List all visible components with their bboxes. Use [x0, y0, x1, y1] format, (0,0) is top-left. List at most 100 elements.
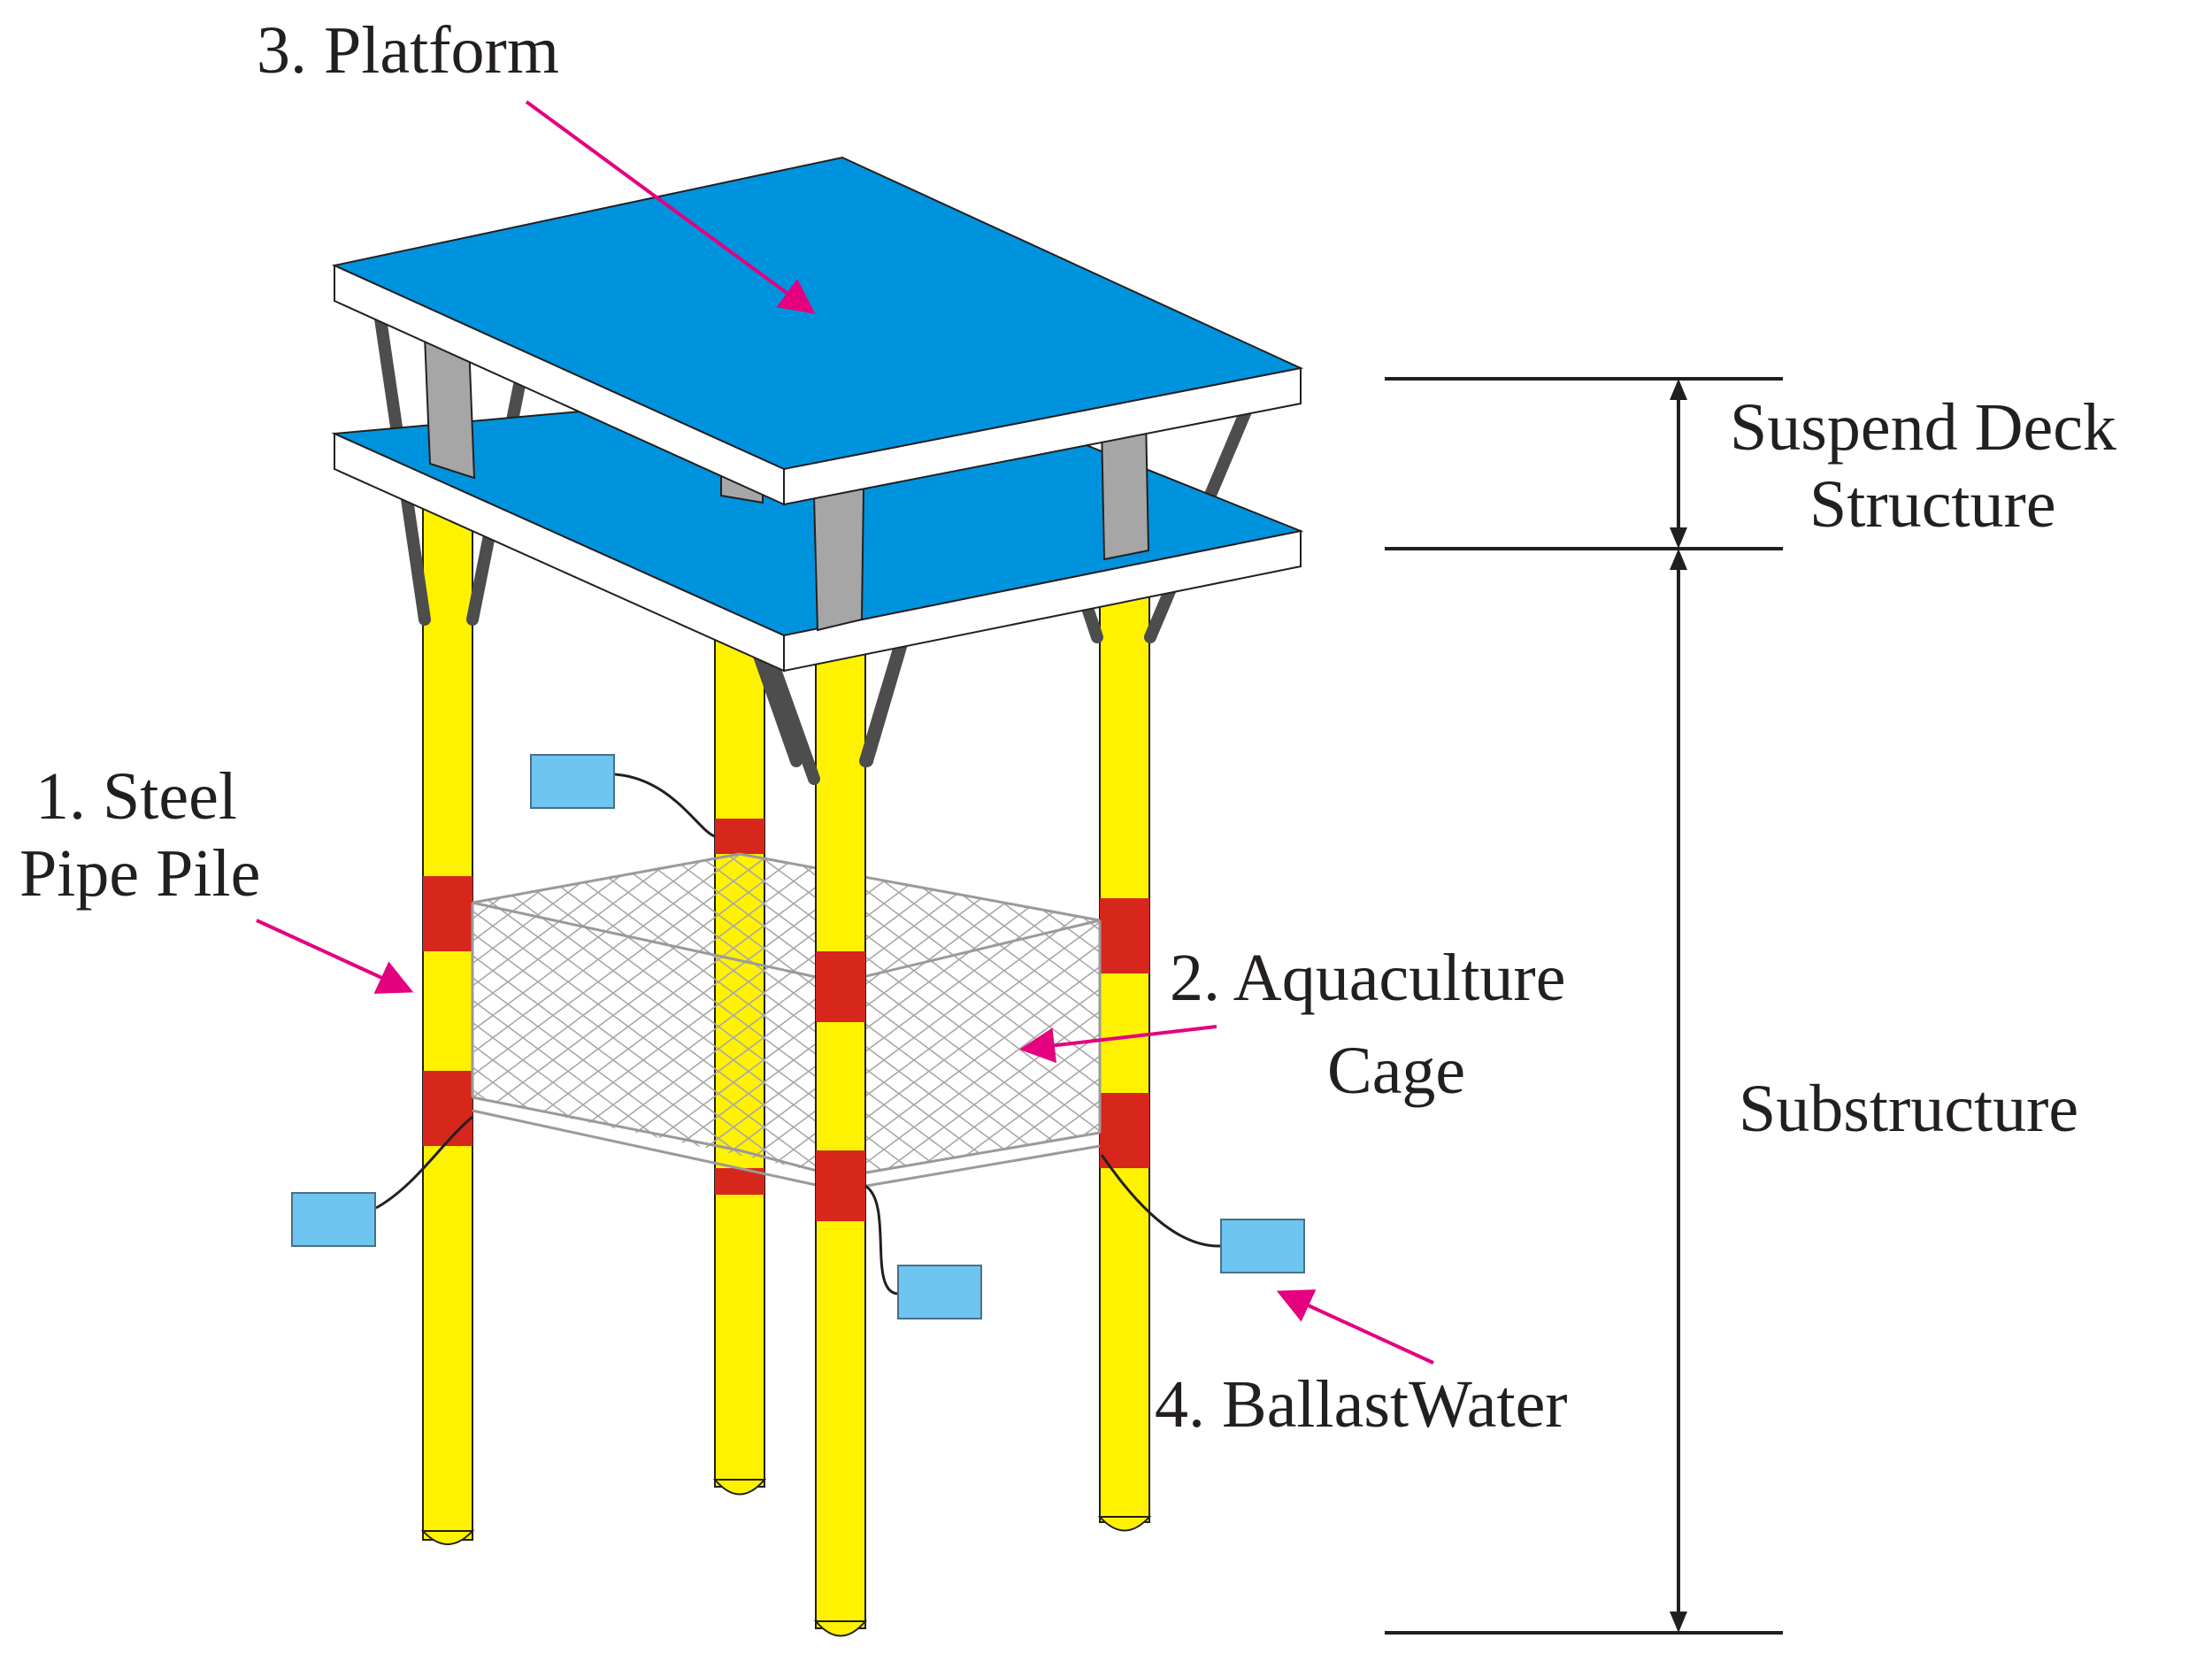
- upper-deck: [331, 156, 1304, 506]
- ballast-sensor-4: [1100, 1154, 1305, 1273]
- platform-pointer: [525, 100, 816, 314]
- cage-mesh-line: [1732, 796, 2212, 1257]
- cage-mesh-line: [949, 854, 1100, 1177]
- ballast-sensor-3: [864, 1184, 982, 1319]
- cage-mesh-line: [979, 854, 1100, 1177]
- suspend-deck-label-line2: Structure: [1809, 467, 2056, 542]
- cage-mesh-line: [1552, 796, 2171, 1257]
- cage-mesh-line: [1251, 796, 1870, 1257]
- cage-mesh-line: [1462, 796, 2081, 1257]
- cage-mesh-line: [472, 854, 818, 1177]
- cage-mesh-line: [1432, 796, 2051, 1257]
- cage-mesh-line: [472, 854, 1089, 1177]
- cage-mesh-line: [979, 854, 1100, 1177]
- ballast-sensor-2: [291, 1115, 473, 1247]
- cage-mesh-line: [1161, 796, 1780, 1257]
- cage-mesh-line: [1943, 796, 2212, 1257]
- cage-mesh-line: [1672, 796, 2212, 1257]
- cage-mesh-line: [1371, 796, 1991, 1257]
- cage-mesh-line: [1612, 796, 2212, 1257]
- cage-mesh-line: [0, 796, 5, 1257]
- cage-mesh-line: [1462, 796, 2081, 1257]
- cage-mesh-line: [1853, 796, 2212, 1257]
- cage-mesh-line: [1432, 796, 2051, 1257]
- cage-label-line2: Cage: [1327, 1034, 1465, 1108]
- cage-mesh-line: [919, 854, 1100, 1177]
- cage-mesh-line: [472, 854, 909, 1177]
- cage-mesh-line: [889, 854, 1100, 1177]
- cage-mesh-line: [1311, 796, 1931, 1257]
- cage-mesh-line: [1702, 796, 2212, 1257]
- cage-mesh-line: [1070, 854, 1100, 1177]
- cage-mesh-line: [472, 854, 788, 1177]
- cage-mesh-line: [1672, 796, 2212, 1257]
- cage-mesh-line: [1402, 796, 2021, 1257]
- cage-mesh-line: [1221, 796, 1840, 1257]
- cage-mesh-line: [1492, 796, 2111, 1257]
- cage-mesh-line: [1221, 796, 1840, 1257]
- cage-mesh-line: [1281, 796, 1901, 1257]
- pile-front: [813, 645, 868, 1637]
- cage-mesh-line: [1311, 796, 1931, 1257]
- platform-label: 3. Platform: [257, 13, 559, 88]
- cage-mesh-line: [1191, 796, 1810, 1257]
- cage-mesh-line: [1101, 796, 1720, 1257]
- cage-mesh-line: [1943, 796, 2212, 1257]
- steel-pile-label-line1: 1. Steel: [35, 759, 237, 834]
- cage-mesh-line: [1883, 796, 2212, 1257]
- cage-mesh-line: [1793, 796, 2212, 1257]
- cage-mesh-line: [1823, 796, 2212, 1257]
- cage-mesh-line: [1552, 796, 2171, 1257]
- cage-mesh-line: [1341, 796, 1961, 1257]
- cage-mesh-line: [1522, 796, 2141, 1257]
- cage-mesh-line: [649, 854, 1100, 1177]
- cage-mesh-line: [1371, 796, 1991, 1257]
- cage-mesh-line: [1732, 796, 2212, 1257]
- cage-mesh-line: [1070, 854, 1100, 1177]
- ballast-sensor-1: [530, 754, 716, 838]
- cage-mesh-line: [1522, 796, 2141, 1257]
- cage-mesh-line: [1582, 796, 2201, 1257]
- cage-mesh-line: [1642, 796, 2212, 1257]
- pile-back-right: [1097, 583, 1152, 1532]
- cage-mesh-line: [1402, 796, 2021, 1257]
- cage-mesh-line: [1251, 796, 1870, 1257]
- cage-mesh-line: [1913, 796, 2212, 1257]
- cage-mesh-line: [1612, 796, 2212, 1257]
- cage-mesh-line: [1161, 796, 1780, 1257]
- cage-mesh-line: [949, 854, 1100, 1177]
- cage-mesh-line: [1582, 796, 2201, 1257]
- cage-mesh-line: [1763, 796, 2212, 1257]
- dimension-lines: [1385, 377, 1783, 1635]
- cage-mesh-line: [588, 854, 1100, 1177]
- cage-mesh-line: [1793, 796, 2212, 1257]
- cage-mesh-line: [1281, 796, 1901, 1257]
- cage-mesh-line: [1883, 796, 2212, 1257]
- steel-pile-pointer: [256, 919, 414, 994]
- cage-mesh-line: [769, 854, 1100, 1177]
- cage-mesh-line: [1913, 796, 2212, 1257]
- cage-mesh-line: [679, 854, 1100, 1177]
- cage-pointer: [1019, 1025, 1217, 1064]
- cage-mesh-line: [1642, 796, 2212, 1257]
- pile-back-left: [420, 495, 475, 1545]
- cage-mesh-line: [1702, 796, 2212, 1257]
- cage-mesh-line: [1131, 796, 1750, 1257]
- cage-mesh-line: [618, 854, 1100, 1177]
- cage-mesh-line: [472, 854, 758, 1177]
- cage-mesh-line: [709, 854, 1100, 1177]
- cage-mesh-line: [1492, 796, 2111, 1257]
- cage-mesh-line: [919, 854, 1100, 1177]
- steel-pile-label-line2: Pipe Pile: [19, 836, 260, 911]
- deck-posts: [423, 335, 1150, 632]
- cage-mesh-line: [1853, 796, 2212, 1257]
- cage-mesh-line: [472, 854, 849, 1177]
- cage-mesh-line: [1131, 796, 1750, 1257]
- cage-mesh-line: [1341, 796, 1961, 1257]
- ballast-pointer: [1276, 1289, 1434, 1365]
- cage-mesh-line: [739, 854, 1100, 1177]
- cage-mesh-line: [859, 854, 1100, 1177]
- cage-mesh-line: [859, 854, 1100, 1177]
- substructure-label: Substructure: [1739, 1072, 2078, 1146]
